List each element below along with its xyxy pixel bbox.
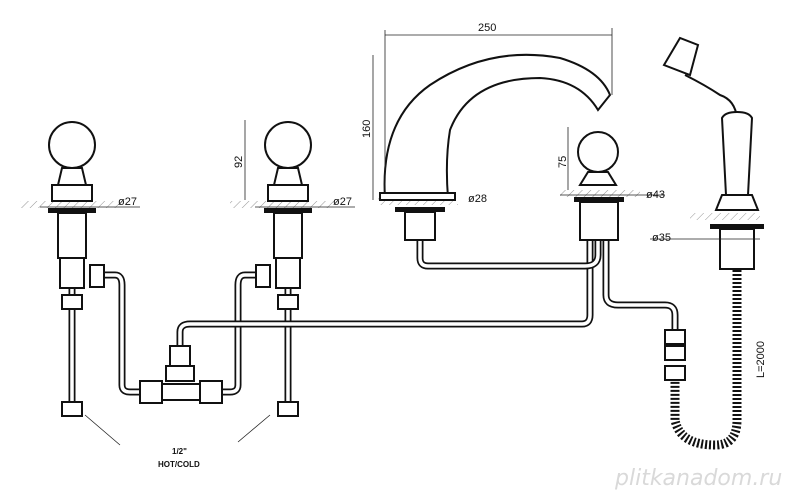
diverter-diameter-label: ø43 bbox=[646, 189, 665, 201]
hose-length-label: L=2000 bbox=[755, 341, 767, 378]
middle-valve bbox=[255, 121, 312, 417]
spout-diameter-label: ø28 bbox=[468, 193, 487, 205]
spout-height-label: 160 bbox=[361, 120, 373, 138]
holder-diameter-label: ø35 bbox=[652, 232, 671, 244]
shower-hose bbox=[664, 270, 742, 450]
dimension-lines bbox=[40, 28, 760, 446]
valve-height-label: 92 bbox=[233, 156, 245, 168]
diverter-height-label: 75 bbox=[557, 156, 569, 168]
spout-reach-label: 250 bbox=[478, 22, 496, 34]
watermark: plitkanadom.ru bbox=[614, 466, 782, 491]
handshower bbox=[662, 36, 764, 270]
tee-connector bbox=[139, 345, 223, 404]
middle-valve-diameter-label: ø27 bbox=[333, 196, 352, 208]
left-valve bbox=[48, 121, 105, 417]
supply-pipes bbox=[68, 236, 679, 414]
deck-surface bbox=[20, 190, 760, 220]
connection-type-label: HOT/COLD bbox=[158, 460, 200, 469]
spout bbox=[379, 53, 612, 241]
left-valve-diameter-label: ø27 bbox=[118, 196, 137, 208]
connection-size-label: 1/2" bbox=[172, 447, 187, 456]
diverter-valve bbox=[574, 131, 624, 241]
